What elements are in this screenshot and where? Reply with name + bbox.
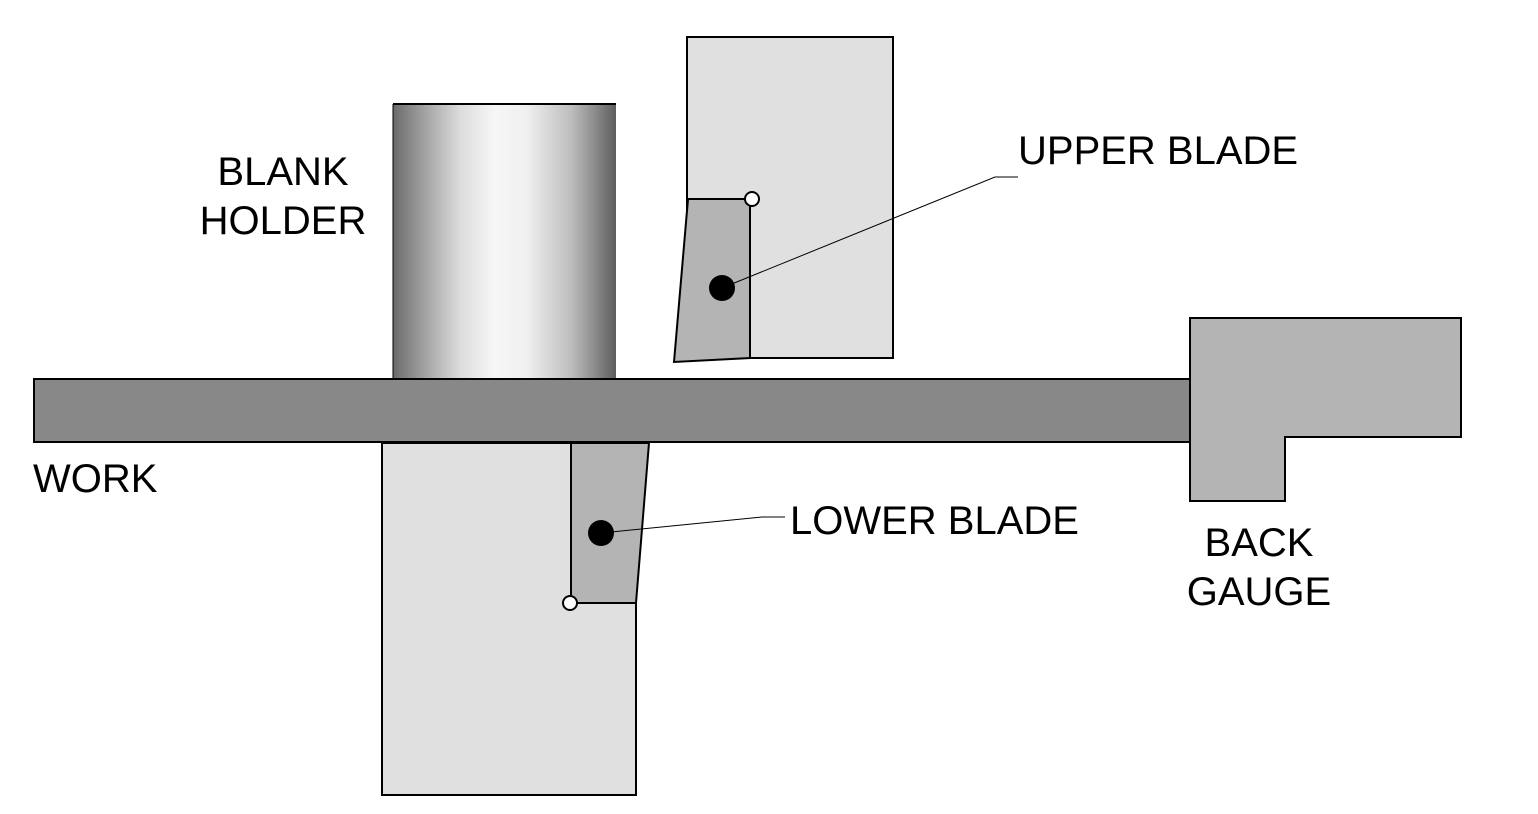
lower-blade-label: LOWER BLADE xyxy=(790,499,1079,543)
upper-blade xyxy=(672,191,760,364)
back-gauge-label-line1: BACK xyxy=(1205,521,1314,565)
upper-blade-label: UPPER BLADE xyxy=(1018,129,1298,173)
work-label: WORK xyxy=(33,457,158,501)
back-gauge xyxy=(1189,317,1462,502)
blank-holder-label-line2: HOLDER xyxy=(200,199,367,243)
upper-blade-pivot xyxy=(744,191,760,207)
back-gauge-label-line2: GAUGE xyxy=(1187,570,1331,614)
lower-blade-pivot xyxy=(562,595,578,611)
blank-holder-label-line1: BLANK xyxy=(217,150,348,194)
upper-blade-holder xyxy=(686,36,894,359)
work-piece xyxy=(33,378,1195,443)
upper-blade-leader xyxy=(721,176,1018,289)
lower-blade xyxy=(562,442,651,611)
blank-holder xyxy=(392,103,616,379)
lower-blade-leader xyxy=(600,516,785,534)
